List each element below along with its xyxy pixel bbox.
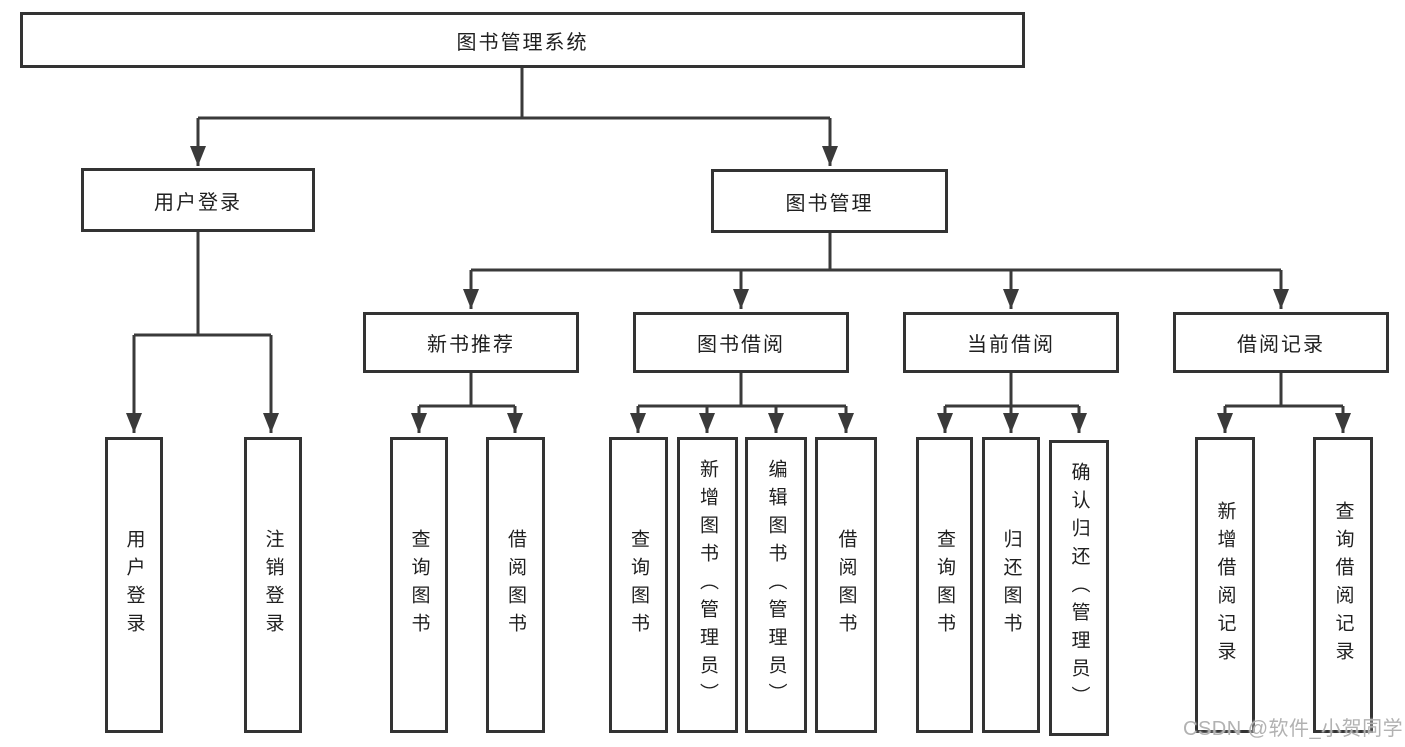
leaf-label: 新增图书（管理员） xyxy=(697,459,718,711)
node-label: 借阅记录 xyxy=(1237,334,1325,356)
leaf-label: 确认归还（管理员） xyxy=(1068,462,1090,714)
node-borrowing-records: 借阅记录 xyxy=(1173,312,1389,373)
node-label: 用户登录 xyxy=(154,191,242,214)
leaf-label: 查询借阅记录 xyxy=(1332,501,1354,669)
leaf-user-login: 用户登录 xyxy=(105,437,163,733)
node-label: 新书推荐 xyxy=(427,334,515,356)
leaf-add-book-admin: 新增图书（管理员） xyxy=(677,437,738,733)
node-label: 图书管理系统 xyxy=(456,31,589,54)
leaf-borrow-books-recommend: 借阅图书 xyxy=(486,437,545,733)
leaf-label: 查询图书 xyxy=(408,529,430,641)
node-new-book-recommendation: 新书推荐 xyxy=(363,312,579,373)
leaf-label: 注销登录 xyxy=(262,529,284,641)
node-user-login: 用户登录 xyxy=(81,168,315,232)
leaf-label: 用户登录 xyxy=(123,529,145,641)
leaf-add-borrow-record: 新增借阅记录 xyxy=(1195,437,1255,733)
leaf-label: 新增借阅记录 xyxy=(1214,501,1236,669)
leaf-label: 编辑图书（管理员） xyxy=(765,459,787,711)
node-label: 图书管理 xyxy=(785,192,874,215)
node-label: 图书借阅 xyxy=(697,334,785,356)
node-current-borrowing: 当前借阅 xyxy=(903,312,1119,373)
leaf-label: 查询图书 xyxy=(934,529,955,641)
leaf-confirm-return-admin: 确认归还（管理员） xyxy=(1049,440,1109,736)
node-library-management-system: 图书管理系统 xyxy=(20,12,1025,68)
node-book-management: 图书管理 xyxy=(711,169,948,233)
leaf-query-books-borrow: 查询图书 xyxy=(609,437,668,733)
leaf-label: 借阅图书 xyxy=(505,529,526,641)
node-label: 当前借阅 xyxy=(967,334,1055,356)
leaf-query-borrow-record: 查询借阅记录 xyxy=(1313,437,1373,733)
leaf-logout: 注销登录 xyxy=(244,437,302,733)
leaf-label: 借阅图书 xyxy=(835,529,857,641)
leaf-edit-book-admin: 编辑图书（管理员） xyxy=(745,437,807,733)
leaf-query-books-current: 查询图书 xyxy=(916,437,973,733)
leaf-borrow-books: 借阅图书 xyxy=(815,437,877,733)
leaf-label: 归还图书 xyxy=(1000,529,1022,641)
node-book-borrowing: 图书借阅 xyxy=(633,312,849,373)
leaf-label: 查询图书 xyxy=(628,529,649,641)
leaf-return-books: 归还图书 xyxy=(982,437,1040,733)
leaf-query-books-recommend: 查询图书 xyxy=(390,437,448,733)
csdn-watermark: CSDN @软件_小贺同学 xyxy=(1183,718,1404,740)
